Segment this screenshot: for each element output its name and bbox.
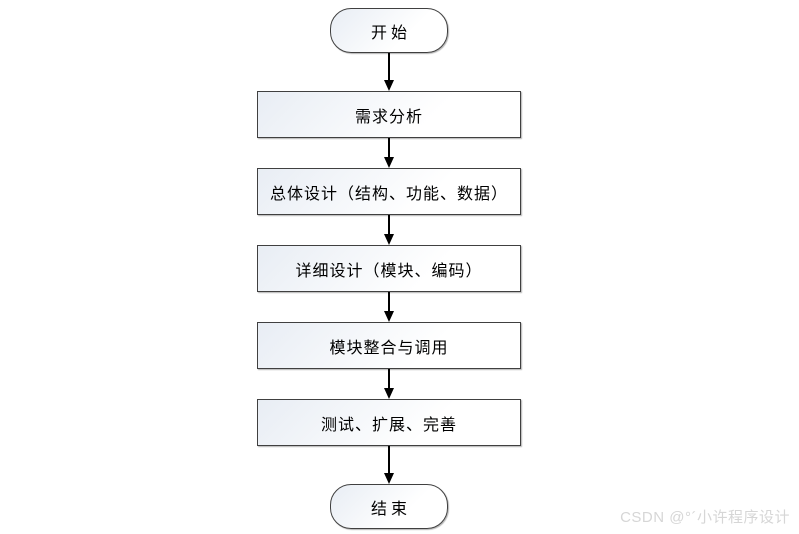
node-end: 结束	[330, 484, 448, 529]
node-label: 详细设计（模块、编码）	[295, 262, 483, 280]
flowchart: 开始需求分析总体设计（结构、功能、数据） 详细设计（模块、编码） 模块整合与调用测试…	[257, 8, 521, 529]
node-label: 测试、扩展、完善	[320, 416, 457, 434]
arrow-line	[388, 369, 390, 388]
arrow-down-icon	[384, 473, 394, 484]
arrow-connector	[257, 446, 521, 484]
watermark: CSDN @°´小许程序设计	[620, 509, 790, 526]
arrow-connector	[257, 53, 521, 91]
arrow-line	[388, 215, 390, 234]
node-label: 需求分析	[354, 108, 423, 126]
arrow-connector	[257, 138, 521, 168]
arrow-connector	[257, 215, 521, 245]
arrow-connector	[257, 369, 521, 399]
arrow-down-icon	[384, 80, 394, 91]
arrow-down-icon	[384, 234, 394, 245]
node-label: 结束	[370, 500, 411, 518]
node-test-extend-improve: 测试、扩展、完善	[257, 399, 521, 446]
node-start: 开始	[330, 8, 448, 53]
arrow-down-icon	[384, 157, 394, 168]
arrow-line	[388, 446, 390, 473]
arrow-line	[388, 53, 390, 80]
node-module-integration: 模块整合与调用	[257, 322, 521, 369]
arrow-down-icon	[384, 311, 394, 322]
arrow-line	[388, 292, 390, 311]
node-overall-design: 总体设计（结构、功能、数据）	[257, 168, 521, 215]
node-label: 开始	[370, 24, 411, 42]
node-requirement-analysis: 需求分析	[257, 91, 521, 138]
arrow-connector	[257, 292, 521, 322]
arrow-line	[388, 138, 390, 157]
arrow-down-icon	[384, 388, 394, 399]
node-detailed-design: 详细设计（模块、编码）	[257, 245, 521, 292]
node-label: 模块整合与调用	[329, 339, 449, 357]
node-label: 总体设计（结构、功能、数据）	[269, 185, 508, 203]
